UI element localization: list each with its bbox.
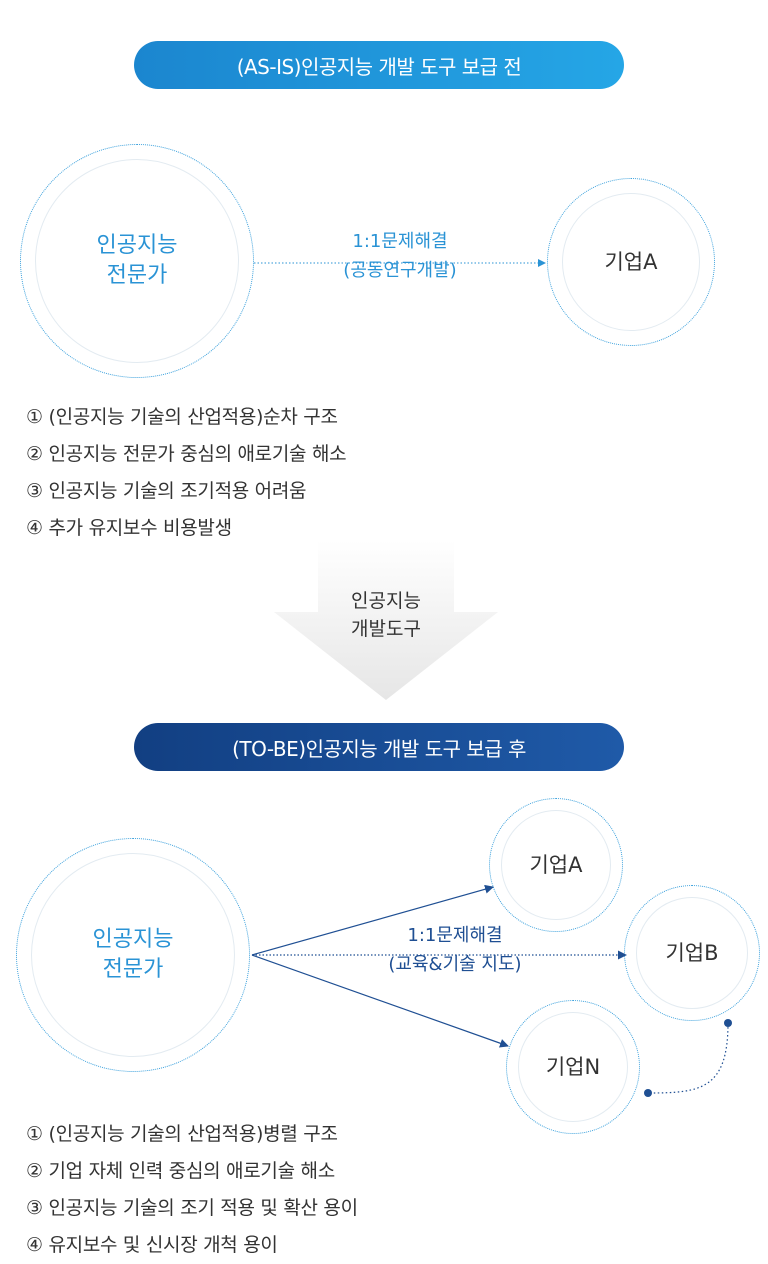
as-is-company-a-outer-ring bbox=[547, 178, 715, 346]
to-be-company-n-label: 기업N bbox=[545, 1054, 601, 1079]
as-is-title: (AS-IS)인공지능 개발 도구 보급 전 bbox=[134, 41, 624, 89]
to-be-connector-b-to-n-curve bbox=[647, 1022, 729, 1094]
to-be-company-a-outer-ring bbox=[489, 798, 623, 932]
to-be-company-b-inner-ring bbox=[636, 897, 748, 1009]
list-item: ① (인공지능 기술의 산업적용)순차 구조 bbox=[26, 406, 338, 428]
as-is-company-a-inner-ring bbox=[562, 193, 700, 331]
list-item: ① (인공지능 기술의 산업적용)병렬 구조 bbox=[26, 1123, 338, 1145]
to-be-company-b-label: 기업B bbox=[665, 940, 719, 965]
to-be-expert-label: 인공지능 전문가 bbox=[92, 927, 174, 982]
curve-end-dot bbox=[644, 1089, 652, 1097]
as-is-company-a-label: 기업A bbox=[604, 249, 658, 274]
as-is-list: ① (인공지능 기술의 산업적용)순차 구조 ② 인공지능 전문가 중심의 애로… bbox=[26, 399, 347, 547]
to-be-edge-label: 1:1문제해결 (교육&기술 지도) bbox=[345, 922, 565, 980]
as-is-edge-label-line1: 1:1문제해결 bbox=[352, 231, 448, 252]
to-be-edge-label-line2: (교육&기술 지도) bbox=[388, 953, 522, 975]
transition-down-arrow-icon bbox=[274, 540, 498, 700]
to-be-company-n-outer-ring bbox=[506, 1000, 640, 1134]
as-is-expert-inner-ring bbox=[35, 159, 239, 363]
as-is-edge-label-line2: (공동연구개발) bbox=[343, 259, 457, 281]
to-be-edge-label-line1: 1:1문제해결 bbox=[407, 925, 503, 946]
list-item: ④ 유지보수 및 신시장 개척 용이 bbox=[26, 1234, 278, 1256]
curve-start-dot bbox=[724, 1019, 732, 1027]
to-be-connector-n bbox=[251, 954, 509, 1048]
list-item: ③ 인공지능 기술의 조기적용 어려움 bbox=[26, 480, 307, 502]
list-item: ② 기업 자체 인력 중심의 애로기술 해소 bbox=[26, 1160, 335, 1182]
to-be-connector-a bbox=[251, 884, 494, 956]
to-be-expert-outer-ring bbox=[16, 838, 250, 1072]
transition-label: 인공지능 개발도구 bbox=[351, 590, 421, 640]
list-item: ② 인공지능 전문가 중심의 애로기술 해소 bbox=[26, 443, 347, 465]
to-be-company-a-label: 기업A bbox=[529, 852, 583, 877]
to-be-company-a-inner-ring bbox=[501, 810, 611, 920]
to-be-title: (TO-BE)인공지능 개발 도구 보급 후 bbox=[134, 723, 624, 771]
as-is-expert-label: 인공지능 전문가 bbox=[96, 233, 178, 288]
as-is-edge-label: 1:1문제해결 (공동연구개발) bbox=[290, 228, 510, 286]
to-be-list: ① (인공지능 기술의 산업적용)병렬 구조 ② 기업 자체 인력 중심의 애로… bbox=[26, 1116, 358, 1264]
to-be-company-n-inner-ring bbox=[518, 1012, 628, 1122]
list-item: ④ 추가 유지보수 비용발생 bbox=[26, 517, 232, 539]
to-be-expert-inner-ring bbox=[31, 853, 235, 1057]
as-is-expert-outer-ring bbox=[20, 144, 254, 378]
list-item: ③ 인공지능 기술의 조기 적용 및 확산 용이 bbox=[26, 1197, 358, 1219]
